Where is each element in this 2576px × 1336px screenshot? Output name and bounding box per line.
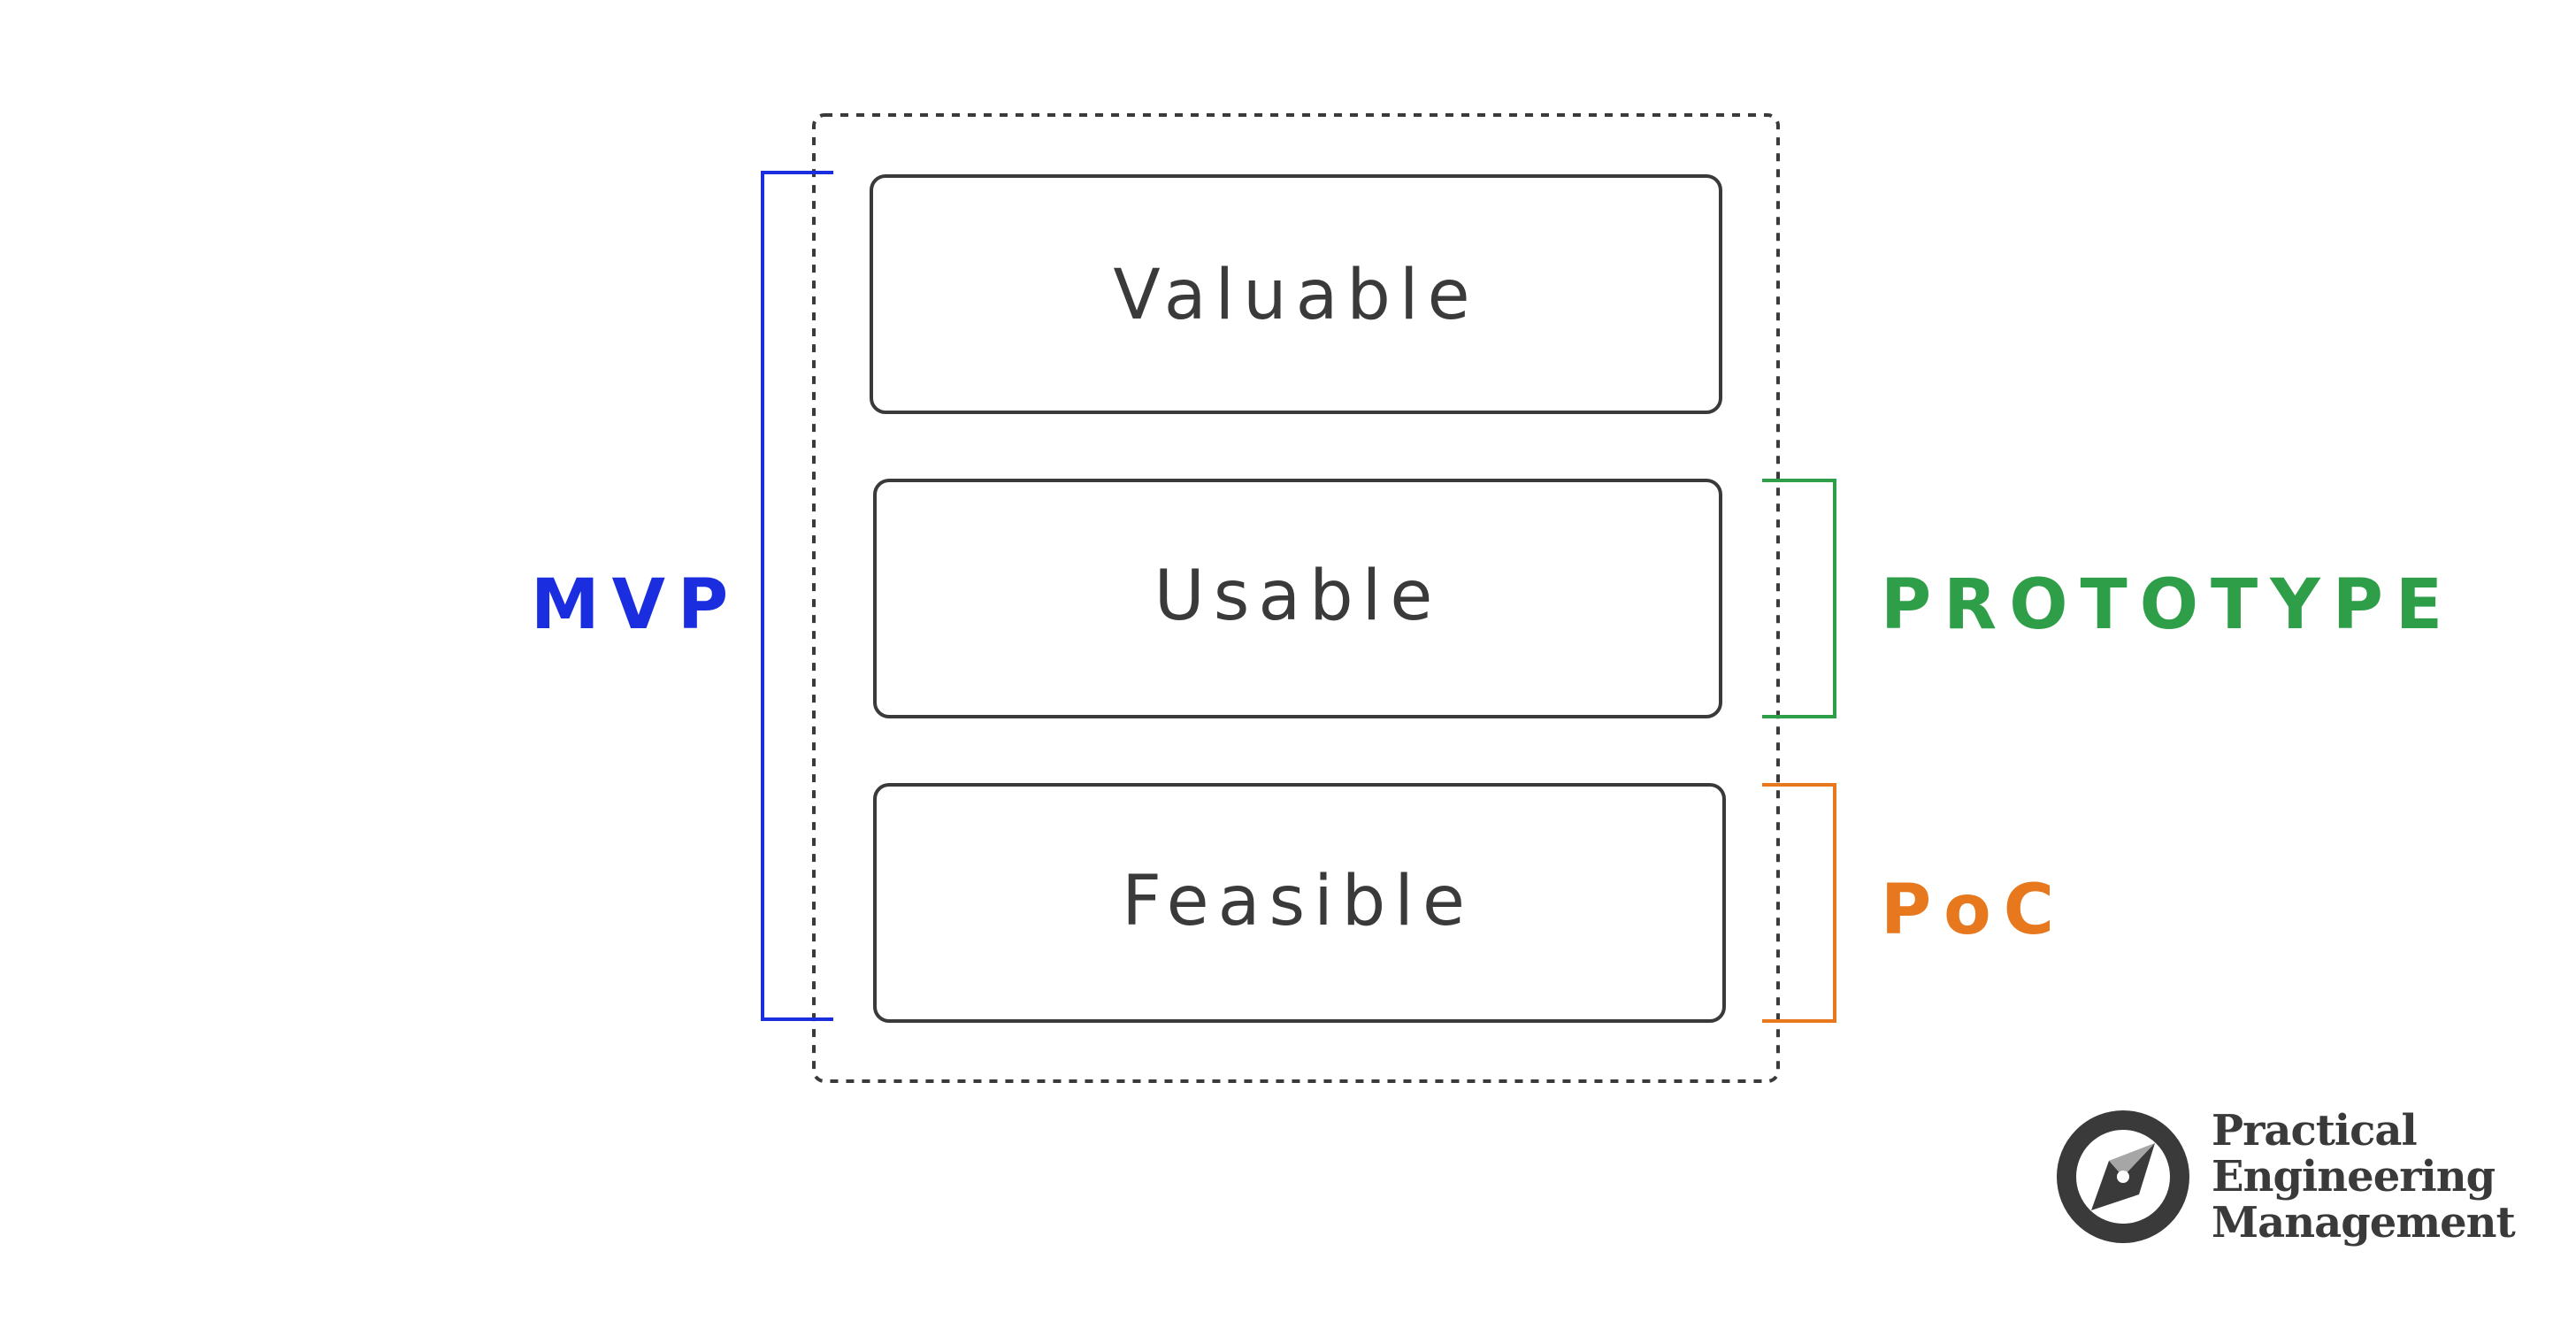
mvp-label: MVP bbox=[531, 565, 740, 645]
valuable-label: Valuable bbox=[1113, 256, 1478, 335]
feasible-label: Feasible bbox=[1122, 862, 1474, 941]
valuable-box-frame bbox=[870, 174, 1722, 414]
brand-logo: Practical Engineering Management bbox=[2057, 1106, 2517, 1248]
brand-line-1: Practical bbox=[2212, 1106, 2417, 1156]
brand-line-2: Engineering bbox=[2212, 1152, 2496, 1202]
mvp-dashed-container bbox=[812, 113, 1780, 1083]
prototype-bracket bbox=[1762, 479, 1836, 718]
brand-line-3: Management bbox=[2212, 1198, 2516, 1248]
valuable-box: Valuable bbox=[870, 174, 1722, 414]
usable-box: Usable bbox=[873, 479, 1722, 718]
compass-icon bbox=[2057, 1110, 2189, 1243]
feasible-box-frame bbox=[873, 783, 1726, 1023]
prototype-label: PROTOTYPE bbox=[1881, 565, 2455, 645]
poc-label: PoC bbox=[1881, 871, 2066, 950]
usable-box-frame bbox=[873, 479, 1722, 718]
poc-bracket bbox=[1762, 783, 1836, 1023]
mvp-bracket bbox=[761, 171, 833, 1021]
feasible-box: Feasible bbox=[873, 783, 1726, 1023]
usable-label: Usable bbox=[1154, 557, 1442, 636]
